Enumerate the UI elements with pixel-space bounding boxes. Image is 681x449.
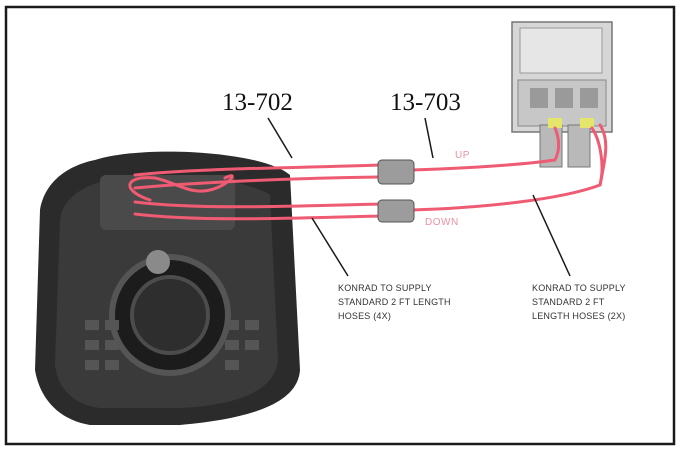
diagram-border <box>4 5 676 446</box>
leader-lines <box>267 117 571 277</box>
hose-up-main <box>410 126 561 172</box>
note-right-line-2: STANDARD 2 FT <box>532 297 605 307</box>
hoses <box>128 123 608 221</box>
leader-note-left <box>311 217 349 277</box>
flow-label-up: UP <box>455 150 470 161</box>
note-left-line-1: KONRAD TO SUPPLY <box>338 283 432 293</box>
leader-note-right <box>532 194 571 277</box>
drive-unit <box>35 151 300 425</box>
note-right-hoses: KONRAD TO SUPPLY STANDARD 2 FT LENGTH HO… <box>532 281 626 323</box>
note-left-line-3: HOSES (4x) <box>338 311 392 321</box>
leader-13-702 <box>267 117 293 159</box>
hose-loop <box>128 174 234 202</box>
hose-up-2 <box>133 175 382 190</box>
hose-down-return <box>598 123 608 187</box>
note-left-hoses: KONRAD TO SUPPLY STANDARD 2 FT LENGTH HO… <box>338 281 451 323</box>
flow-label-down: DOWN <box>425 217 459 228</box>
hose-down-2 <box>133 212 382 221</box>
note-right-line-1: KONRAD TO SUPPLY <box>532 283 626 293</box>
hose-down-1 <box>133 200 382 209</box>
hose-up-1 <box>133 163 382 177</box>
control-box <box>511 21 613 168</box>
part-label-13-702: 13-702 <box>222 89 293 116</box>
note-left-line-2: STANDARD 2 FT LENGTH <box>338 297 451 307</box>
tee-fittings <box>377 159 415 223</box>
hose-down-main <box>410 126 604 212</box>
part-label-13-703: 13-703 <box>390 89 461 116</box>
note-right-line-3: LENGTH HOSES (2x) <box>532 311 626 321</box>
leader-13-703 <box>424 117 434 159</box>
